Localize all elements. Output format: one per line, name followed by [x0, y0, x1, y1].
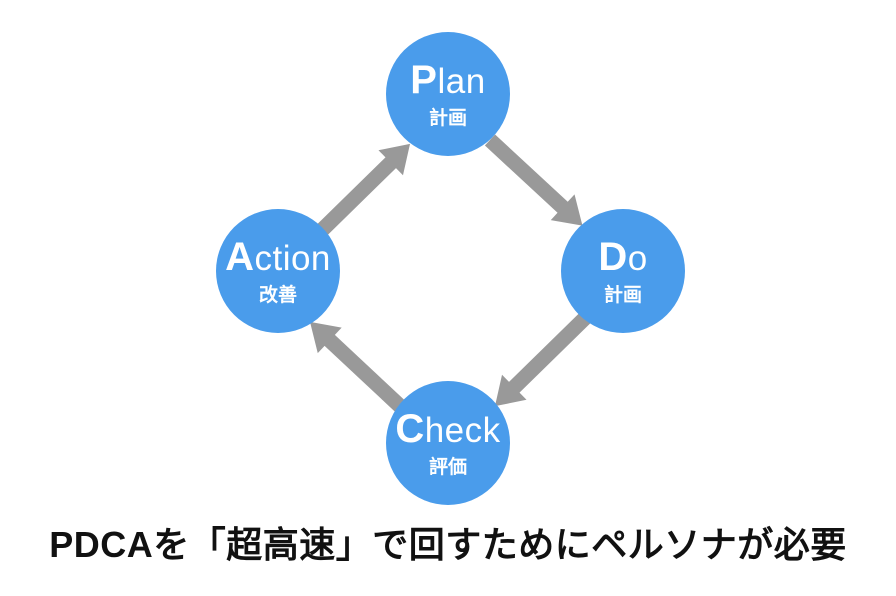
node-do: Do 計画: [561, 209, 685, 333]
node-check-label: Check: [395, 409, 500, 449]
arrow-plan-to-do-icon: [484, 134, 583, 226]
node-do-sublabel: 計画: [603, 285, 642, 306]
node-check-initial: C: [395, 407, 425, 451]
node-check-sublabel: 評価: [428, 457, 467, 478]
arrow-action-to-plan-icon: [314, 143, 411, 238]
arrow-check-to-action-icon: [309, 321, 408, 414]
arrow-do-to-check-icon: [494, 312, 591, 407]
node-check-rest: heck: [424, 411, 501, 450]
caption: PDCAを「超高速」で回すためにペルソナが必要: [49, 524, 847, 565]
node-action-initial: A: [225, 235, 255, 279]
node-do-label: Do: [598, 237, 647, 277]
node-action-label: Action: [225, 237, 331, 277]
node-plan-rest: lan: [437, 62, 486, 101]
node-plan-sublabel: 計画: [428, 108, 467, 129]
node-plan-initial: P: [410, 58, 438, 102]
node-plan-label: Plan: [410, 60, 485, 100]
node-action: Action 改善: [216, 209, 340, 333]
node-check: Check 評価: [386, 381, 510, 505]
node-action-sublabel: 改善: [258, 285, 297, 306]
node-do-rest: o: [627, 239, 648, 278]
node-plan: Plan 計画: [386, 32, 510, 156]
node-do-initial: D: [598, 235, 628, 279]
node-action-rest: ction: [254, 239, 331, 278]
